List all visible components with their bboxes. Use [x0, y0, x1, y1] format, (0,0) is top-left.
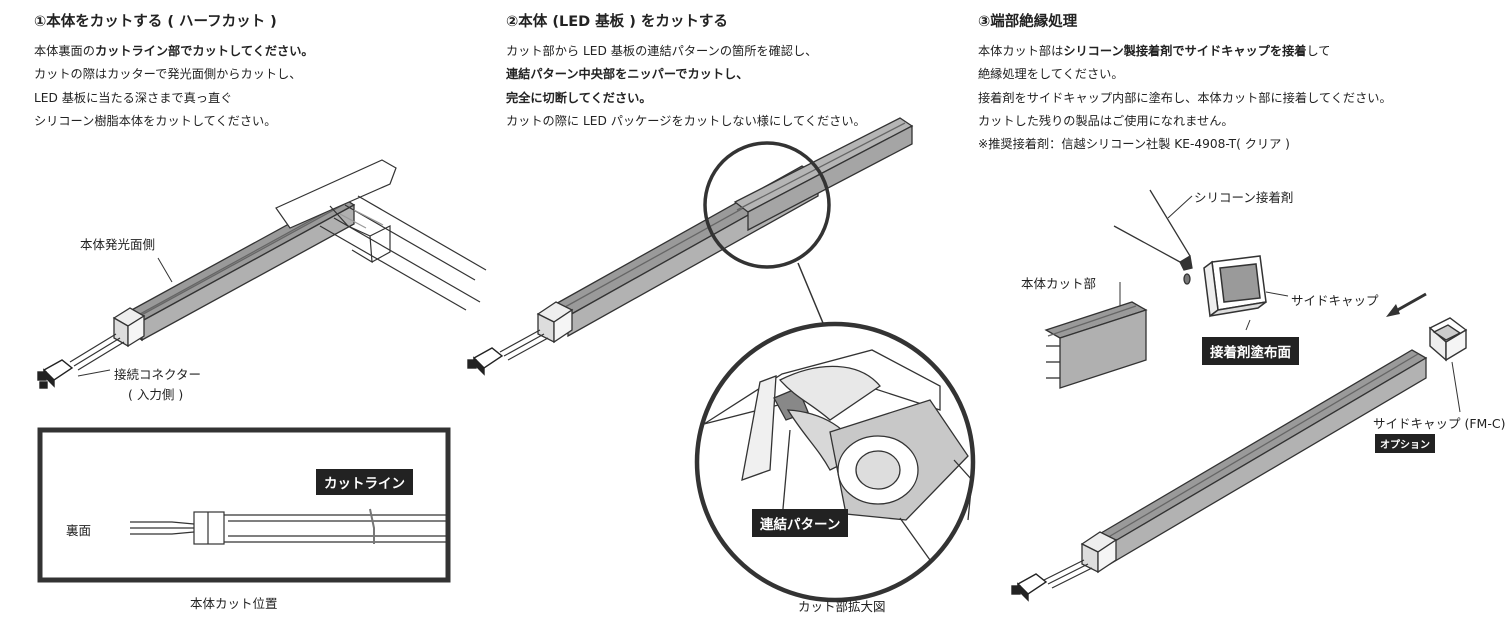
step1-back-strip: [130, 508, 446, 545]
step3-line: ※推奨接着剤：信越シリコーン社製 KE-4908-T( クリア ): [978, 137, 1290, 152]
tag-adhesive-face: 接着剤塗布面: [1202, 337, 1299, 365]
step1-strip-far-section: [275, 159, 487, 311]
step1-connector-icon: [37, 359, 74, 389]
step1-line: シリコーン樹脂本体をカットしてください。: [34, 113, 277, 128]
step2-line: カットの際に LED パッケージをカットしない様にしてください。: [506, 113, 866, 128]
label-silicone-adhesive: シリコーン接着剤: [1194, 190, 1294, 205]
caption-cut-position: 本体カット位置: [190, 596, 278, 611]
label-back-side: 裏面: [66, 523, 92, 538]
step1-line: カットの際はカッターで発光面側からカットし、: [34, 67, 302, 82]
step1-connector-leader: [77, 369, 111, 377]
step2-end-cap: [536, 301, 574, 344]
label-light-side: 本体発光面側: [80, 237, 156, 252]
label-side-cap: サイドキャップ: [1291, 293, 1379, 308]
step1-line: LED 基板に当たる深さまで真っ直ぐ: [34, 90, 233, 105]
step3-title: ③端部絶縁処理: [978, 14, 1078, 30]
label-cut-part: 本体カット部: [1021, 276, 1097, 291]
step3-line: 接着剤をサイドキャップ内部に塗布し、本体カット部に接着してください。: [978, 90, 1392, 105]
step3-side-cap-small: [1428, 317, 1468, 362]
step3-cut-part: [1044, 301, 1148, 389]
step2-title: ②本体 (LED 基板 ) をカットする: [506, 14, 728, 30]
caption-zoom: カット部拡大図: [798, 599, 886, 614]
step3-line: 絶縁処理をしてください。: [978, 67, 1124, 82]
step3-instructions: 本体カット部はシリコーン製接着剤でサイドキャップを接着して 絶縁処理をしてくださ…: [978, 40, 1392, 156]
step2-nipper-illustration: [703, 349, 973, 561]
arrow-icon: [1386, 292, 1427, 317]
step3-fm-c-leader: [1451, 361, 1461, 413]
tag-cutline: カットライン: [316, 469, 413, 495]
step1-instructions: 本体裏面のカットライン部でカットしてください。 カットの際はカッターで発光面側か…: [34, 40, 314, 133]
step3-side-cap-closeup: [1203, 255, 1267, 318]
step1-line: 本体裏面のカットライン部でカットしてください。: [34, 44, 314, 58]
step2-line: カット部から LED 基板の連結パターンの箇所を確認し、: [506, 44, 818, 58]
label-connector: 接続コネクター: [114, 367, 202, 382]
step3-adhesive-face-leader: [1245, 319, 1251, 331]
step2-led-strip: [550, 117, 914, 338]
step1-wires: [69, 333, 125, 371]
tag-connection-pattern: 連結パターン: [752, 509, 849, 537]
step1-end-cap: [112, 307, 146, 348]
label-side-cap-fm-c: サイドキャップ (FM-C): [1373, 416, 1506, 431]
tag-option: オプション: [1375, 434, 1435, 453]
step1-light-leader: [157, 257, 173, 283]
step1-title: ①本体をカットする ( ハーフカット ): [34, 14, 277, 30]
step3-line: 本体カット部はシリコーン製接着剤でサイドキャップを接着して: [978, 44, 1331, 58]
step2-zoom-circle-small: [703, 141, 831, 269]
step3-side-cap-leader: [1265, 291, 1289, 297]
step1-back-box: [37, 427, 451, 583]
step3-adhesive-tube: [1113, 189, 1193, 285]
step3-line: カットした残りの製品はご使用になれません。: [978, 113, 1234, 128]
step2-connector-icon: [467, 347, 504, 376]
step3-end-cap: [1080, 531, 1118, 574]
step1-led-strip: [126, 195, 356, 342]
step3-wires: [1043, 559, 1093, 589]
step2-wires: [499, 329, 549, 361]
step3-long-strip: [1094, 349, 1428, 566]
step2-line: 完全に切断してください。: [506, 90, 652, 105]
step3-connector-icon: [1011, 573, 1048, 602]
step2-line: 連結パターン中央部をニッパーでカットし、: [506, 67, 749, 82]
step2-instructions: カット部から LED 基板の連結パターンの箇所を確認し、 連結パターン中央部をニ…: [506, 40, 866, 133]
label-input-side: ( 入力側 ): [128, 387, 184, 402]
